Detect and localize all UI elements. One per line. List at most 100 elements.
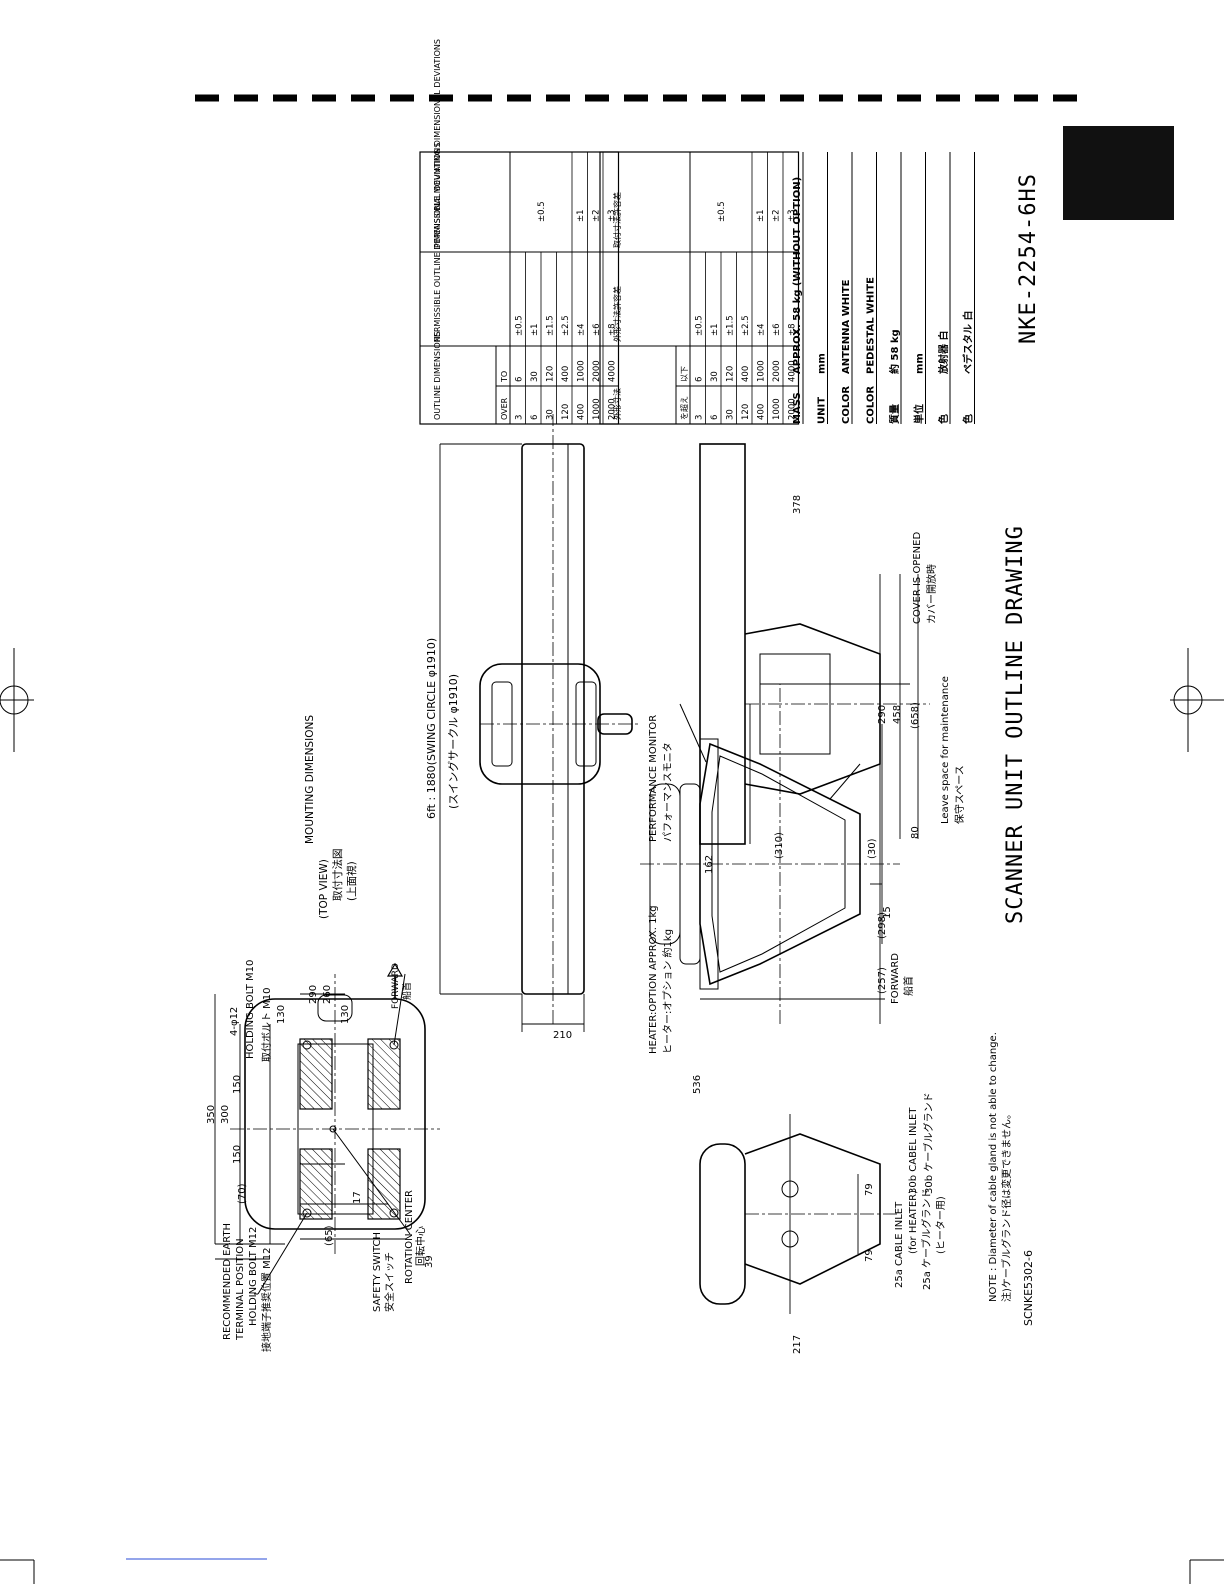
mounting-title-sub: (TOP VIEW) <box>318 859 330 919</box>
dim-350: 350 <box>206 1105 217 1124</box>
mounting-title-jp-sub: (上面視) <box>345 861 358 901</box>
table-cell-deviation: ±8 <box>788 323 798 336</box>
note-en: NOTE : Diameter of cable gland is not ab… <box>988 1032 999 1302</box>
dim-162: 162 <box>704 855 715 874</box>
table-cell-to: 400 <box>741 366 751 382</box>
maintenance-label: Leave space for maintenance <box>940 676 951 824</box>
spec-value: APPROX. 58 kg (WITHOUT OPTION) <box>792 177 803 374</box>
table-cell-to: 120 <box>726 366 736 382</box>
chapter-tab-marker <box>1063 126 1174 220</box>
bolt-m10-jp-label: 取付ボルト M10 <box>260 987 273 1062</box>
spec-value: mm <box>817 353 828 374</box>
dim-130b: 130 <box>340 1005 351 1024</box>
table-cell-over: 3 <box>515 415 525 420</box>
cable-a-label: 25a CABLE INLET <box>894 1201 905 1288</box>
table-cell-deviation: ±1 <box>530 323 540 336</box>
dim-79b: 79 <box>864 1183 875 1196</box>
performance-monitor-jp-label: パフォーマンスモニタ <box>662 742 674 842</box>
table-cell-deviation: ±1.5 <box>726 315 736 336</box>
table-cell-to: 30 <box>710 371 720 382</box>
spec-label: 単位 <box>913 404 926 424</box>
heater-jp-label: ヒーター:オプション 約1kg <box>661 929 674 1054</box>
table-cell-over: 1000 <box>772 398 782 420</box>
table-cell-mount: ±2 <box>771 209 781 222</box>
table-cell-deviation: ±1 <box>710 323 720 336</box>
table-cell-to: 2000 <box>772 360 782 382</box>
dim-290: 290 <box>308 985 319 1004</box>
spec-label: UNIT <box>817 397 828 424</box>
table-subheader-over: を超え <box>679 396 689 420</box>
performance-monitor-label: PERFORMANCE MONITOR <box>648 715 659 842</box>
table-cell-to: 400 <box>561 366 571 382</box>
cover-opened-jp-label: カバー開放時 <box>925 564 938 624</box>
table-header-outline: 外形寸法 <box>612 388 622 420</box>
bolt-m12-label: HOLDING BOLT M12 <box>248 1227 259 1326</box>
dim-298: (298) <box>877 912 888 939</box>
cable-a-sub-label: (for HEATER) <box>908 1190 919 1254</box>
swing-circle-label: 6ft : 1880(SWING CIRCLE φ1910) <box>425 638 438 819</box>
note-jp: 注)ケーブルグランド径は変更できません。 <box>1000 1109 1013 1302</box>
table-cell-deviation: ±0.5 <box>515 315 525 336</box>
mounting-title-jp: 取付寸法図 <box>331 849 344 902</box>
dim-217: 217 <box>792 1335 803 1354</box>
table-cell-to: 1000 <box>757 360 767 382</box>
dim-17: 17 <box>352 1191 363 1204</box>
earth-label-1: RECOMMENDED EARTH <box>222 1223 233 1340</box>
dim-15: 15 <box>882 906 893 919</box>
spec-value: ANTENNA WHITE <box>841 279 852 374</box>
table-cell-deviation: ±6 <box>772 323 782 336</box>
table-subheader-over: OVER <box>500 397 509 420</box>
earth-label-2: TERMINAL POSITION <box>235 1238 246 1341</box>
bolt-m10-label: HOLDING BOLT M10 <box>245 960 256 1059</box>
spec-label: COLOR <box>841 386 852 424</box>
dim-150b: 150 <box>232 1075 243 1094</box>
dim-458: 458 <box>892 705 903 724</box>
table-cell-mount: ±3 <box>787 209 797 222</box>
table-cell-mount: ±0.5 <box>537 201 547 222</box>
table-cell-over: 30 <box>726 409 736 420</box>
dim-658: (658) <box>910 702 921 729</box>
table-cell-to: 120 <box>546 366 556 382</box>
model-number: NKE-2254-6HS <box>1016 173 1041 344</box>
pedestal-front-view <box>699 443 930 1024</box>
mount-forward-jp-label: 船首 <box>401 982 413 1000</box>
spec-value: 放射器 白 <box>937 331 950 375</box>
dim-378: 378 <box>792 495 803 514</box>
table-cell-over: 6 <box>710 415 720 420</box>
table-header-mount-dev: 取付寸法許容差 <box>612 192 622 248</box>
pedestal-rear-view <box>699 1114 900 1314</box>
table-subheader-to: 以下 <box>680 366 689 382</box>
pedestal-side-view <box>640 684 900 1024</box>
table-header-outline-dev: PERMISSIBLE OUTLINE DIMENSIONAL DEVIATIO… <box>433 143 442 342</box>
table-header-outline: OUTLINE DIMENSIONS <box>433 331 442 420</box>
table-cell-to: 6 <box>515 377 525 382</box>
dim-130a: 130 <box>276 1005 287 1024</box>
antenna-top-view <box>439 414 640 1032</box>
table-cell-over: 1000 <box>592 398 602 420</box>
table-header-mount-dev: PERMISSIBLE MOUNTING DIMENSIONAL DEVIATI… <box>433 39 442 248</box>
table-cell-deviation: ±4 <box>577 323 587 336</box>
table-cell-to: 2000 <box>592 360 602 382</box>
spec-label: 色 <box>937 414 950 424</box>
table-cell-mount: ±1 <box>756 209 766 222</box>
spec-label: 質量 <box>888 404 901 424</box>
table-cell-over: 120 <box>561 404 571 420</box>
spec-label: 色 <box>962 414 975 424</box>
heater-label: HEATER:OPTION APPROX. 1kg <box>648 905 659 1054</box>
cable-a-jp-label: 25a ケーブルグランド <box>920 1189 933 1290</box>
table-cell-to: 1000 <box>577 360 587 382</box>
dim-290-front: 290 <box>877 705 888 724</box>
table-cell-over: 3 <box>695 415 705 420</box>
spec-value: 約 58 kg <box>888 329 901 374</box>
dim-30: (30) <box>867 838 878 859</box>
mount-forward-label: FORWARD <box>391 963 401 1009</box>
table-cell-deviation: ±0.5 <box>695 315 705 336</box>
table-cell-deviation: ±8 <box>608 323 618 336</box>
table-cell-to: 6 <box>695 377 705 382</box>
table-cell-mount: ±3 <box>607 209 617 222</box>
table-cell-mount: ±2 <box>591 209 601 222</box>
rotation-center-label: ROTATION CENTER <box>404 1190 415 1284</box>
table-cell-deviation: ±4 <box>757 323 767 336</box>
table-cell-to: 4000 <box>608 360 618 382</box>
